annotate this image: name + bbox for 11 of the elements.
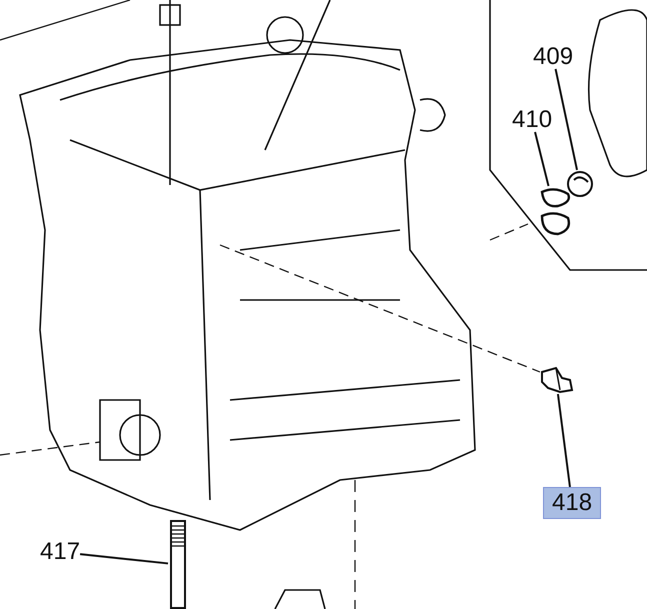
leader-line	[534, 132, 550, 186]
callout-number: 417	[40, 540, 80, 564]
leader-line	[554, 68, 578, 170]
callout-number: 409	[533, 45, 574, 69]
plug-drawing	[566, 170, 594, 198]
leader-line	[80, 553, 168, 564]
callout-number: 410	[512, 108, 552, 132]
stud-drawing	[168, 520, 188, 609]
leader-line	[556, 394, 571, 488]
sensor-drawing	[538, 364, 574, 394]
callout-number: 418	[543, 487, 602, 519]
